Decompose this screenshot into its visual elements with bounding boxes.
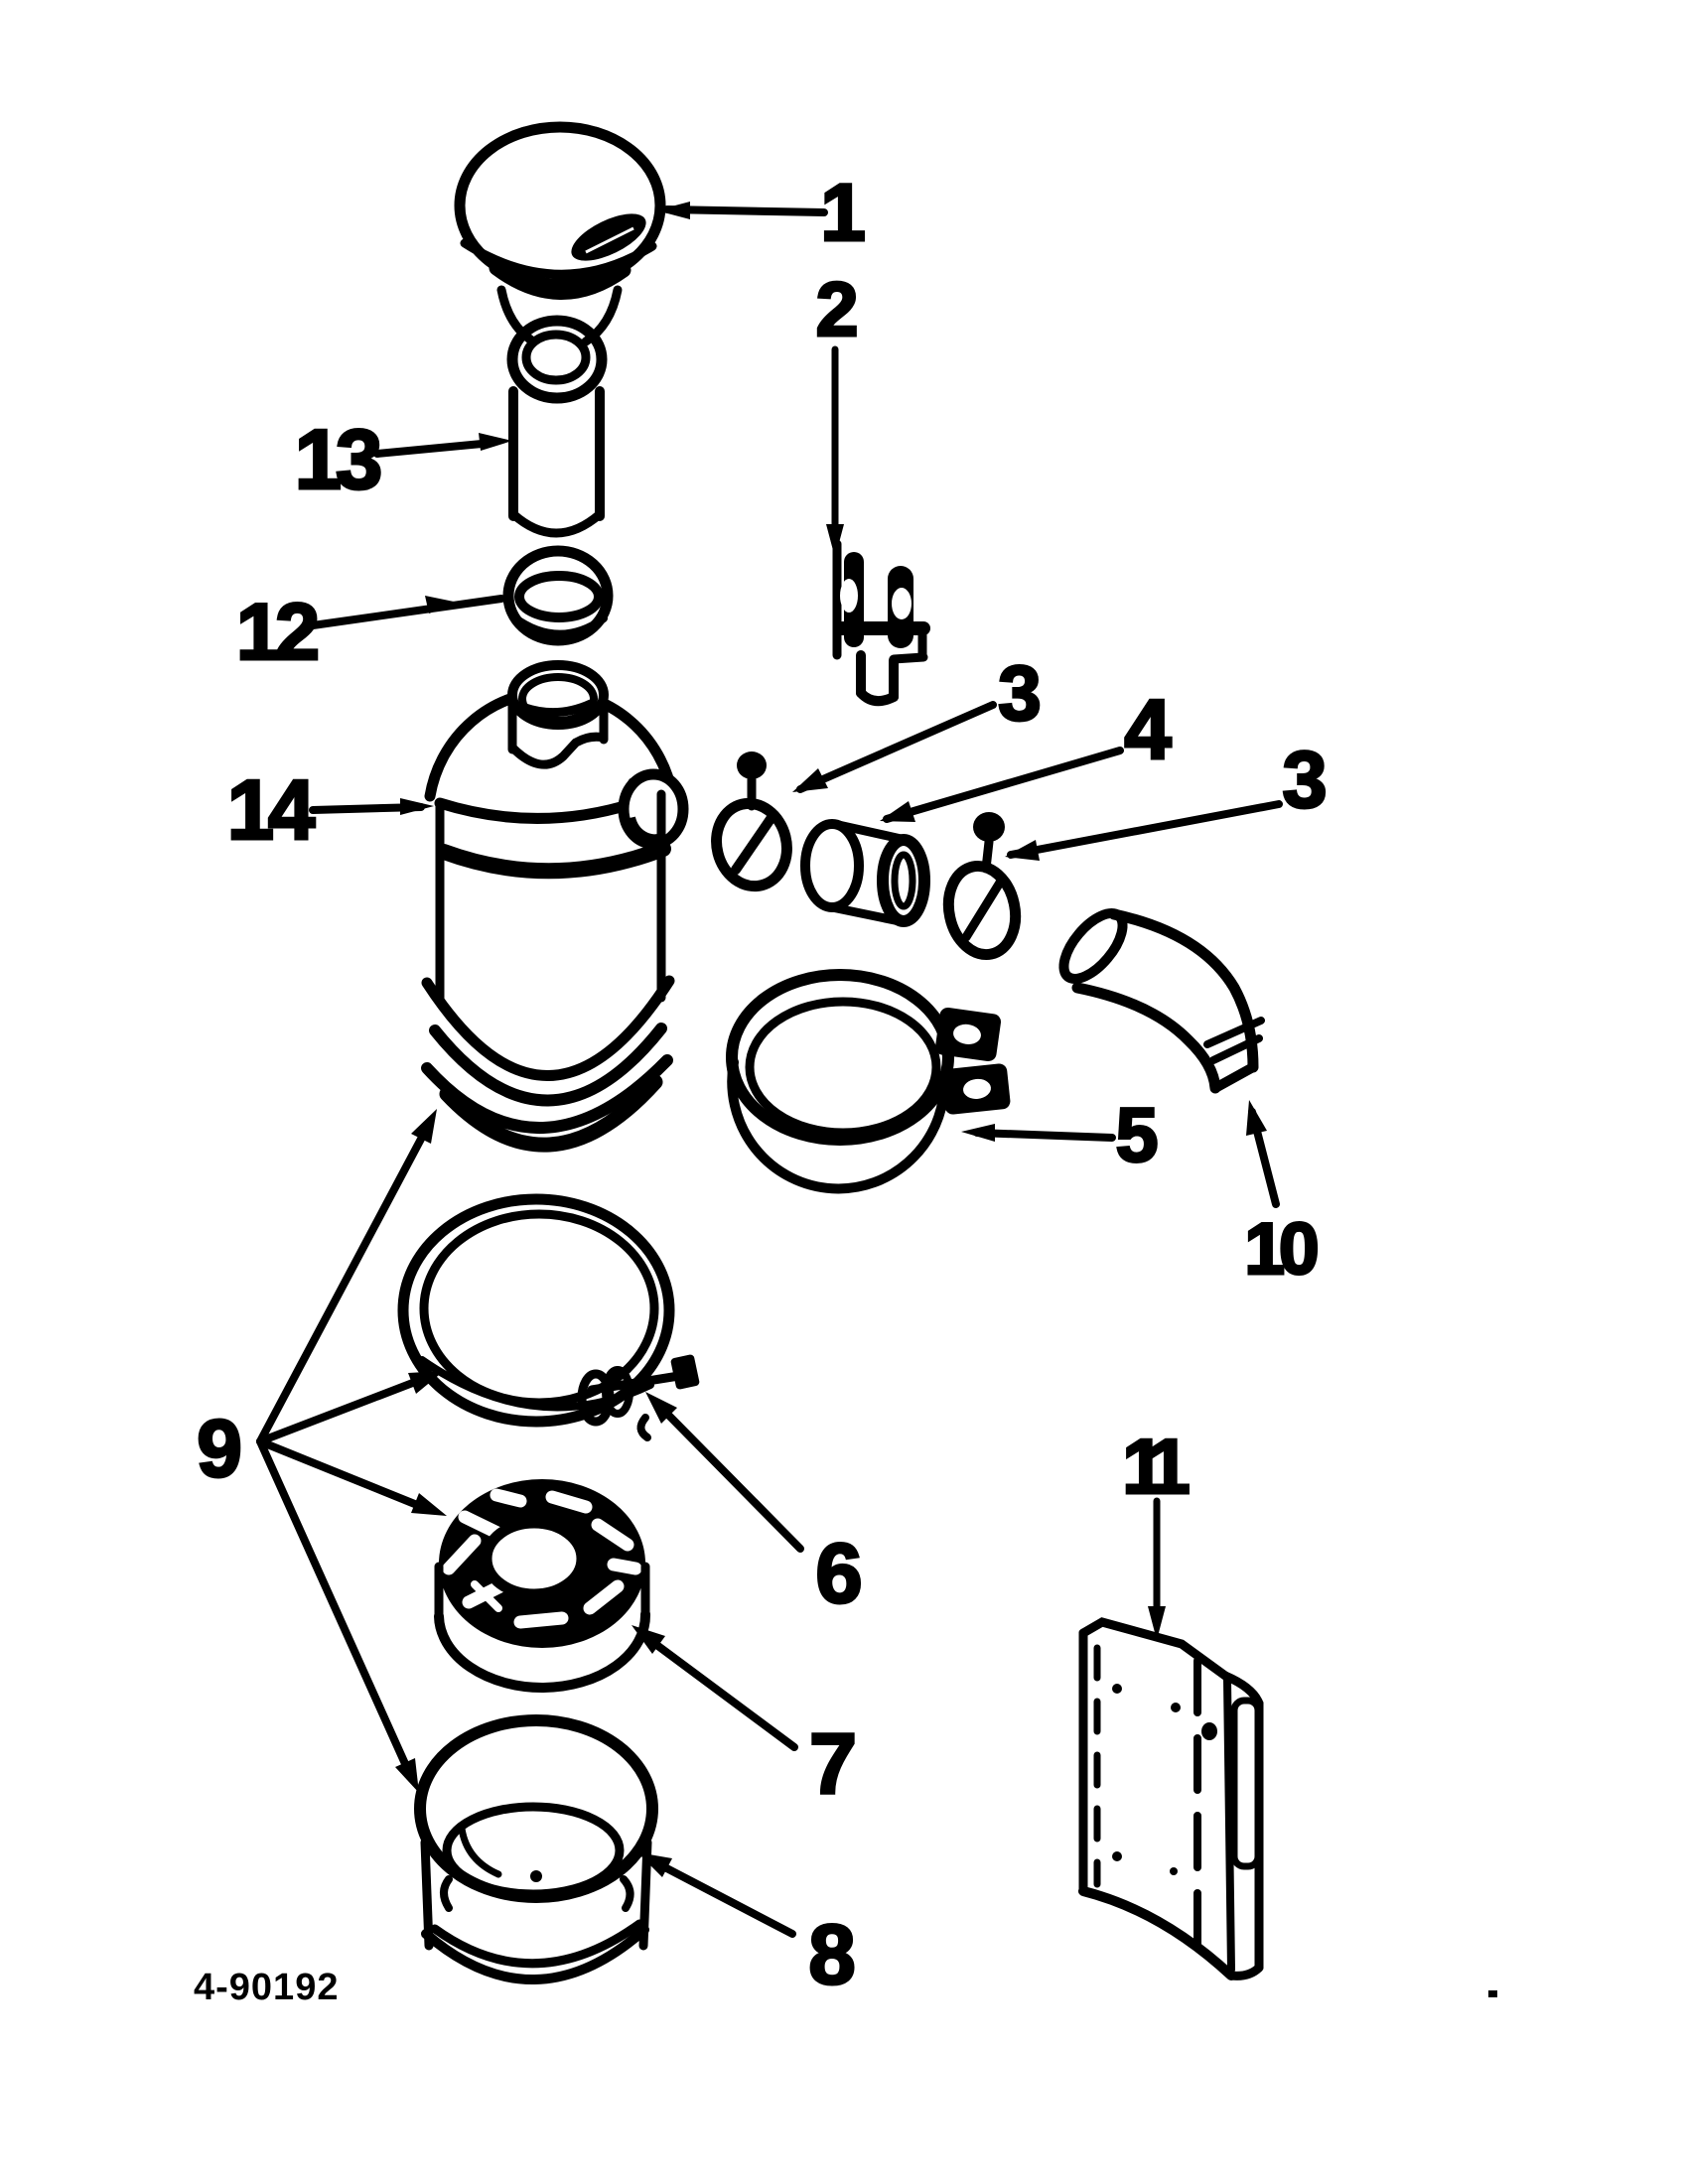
- svg-text:1: 1: [820, 168, 866, 258]
- svg-text:8: 8: [808, 1908, 855, 2002]
- svg-text:9: 9: [197, 1404, 242, 1494]
- svg-text:6: 6: [815, 1527, 862, 1621]
- svg-text:14: 14: [227, 763, 315, 858]
- svg-text:4-90192: 4-90192: [194, 1967, 339, 2008]
- svg-text:10: 10: [1244, 1209, 1317, 1290]
- svg-text:12: 12: [236, 588, 317, 677]
- svg-text:1: 1: [1147, 1423, 1190, 1510]
- svg-text:3: 3: [998, 649, 1041, 737]
- svg-text:3: 3: [1282, 736, 1327, 825]
- svg-text:2: 2: [816, 267, 859, 352]
- svg-text:4: 4: [1124, 683, 1171, 777]
- svg-text:5: 5: [1116, 1093, 1159, 1178]
- svg-text:13: 13: [295, 413, 380, 507]
- svg-text:1: 1: [1122, 1423, 1165, 1510]
- svg-text:7: 7: [809, 1716, 857, 1812]
